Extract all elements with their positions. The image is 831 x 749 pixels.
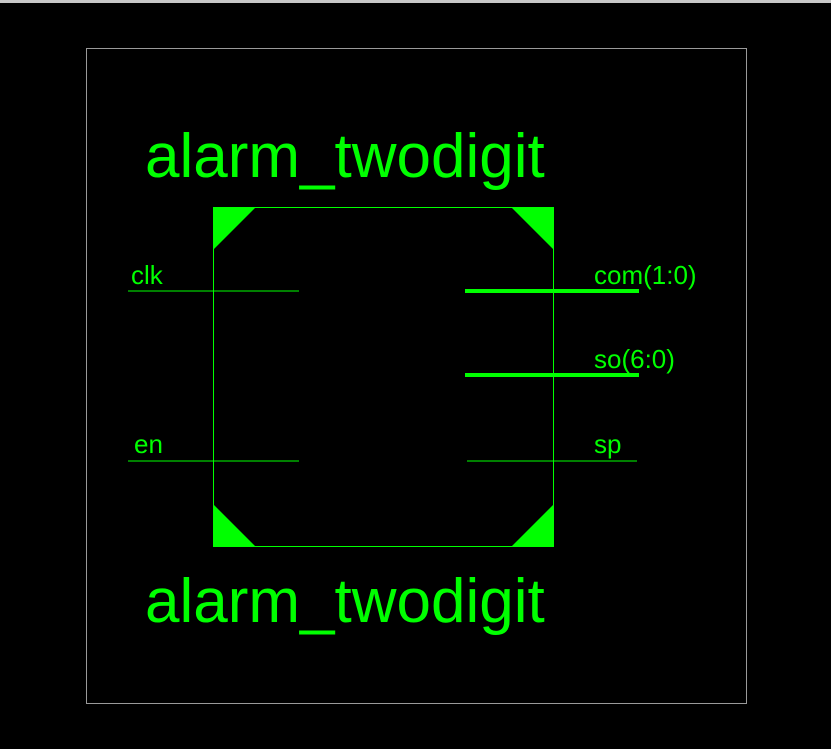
symbol-name-top: alarm_twodigit: [145, 122, 545, 191]
pin-label-so: so(6:0): [594, 344, 675, 374]
window-top-edge: [0, 0, 831, 3]
pin-label-sp: sp: [594, 429, 622, 459]
corner-marker-bottom-left: [213, 504, 256, 547]
symbol-name-bottom: alarm_twodigit: [145, 567, 545, 636]
sheet-border: [86, 48, 747, 704]
corner-marker-top-right: [511, 207, 554, 250]
pin-label-en: en: [134, 429, 163, 459]
pin-label-clk: clk: [131, 260, 163, 290]
pin-label-com: com(1:0): [594, 260, 697, 290]
corner-marker-bottom-right: [511, 504, 554, 547]
corner-marker-top-left: [213, 207, 256, 250]
